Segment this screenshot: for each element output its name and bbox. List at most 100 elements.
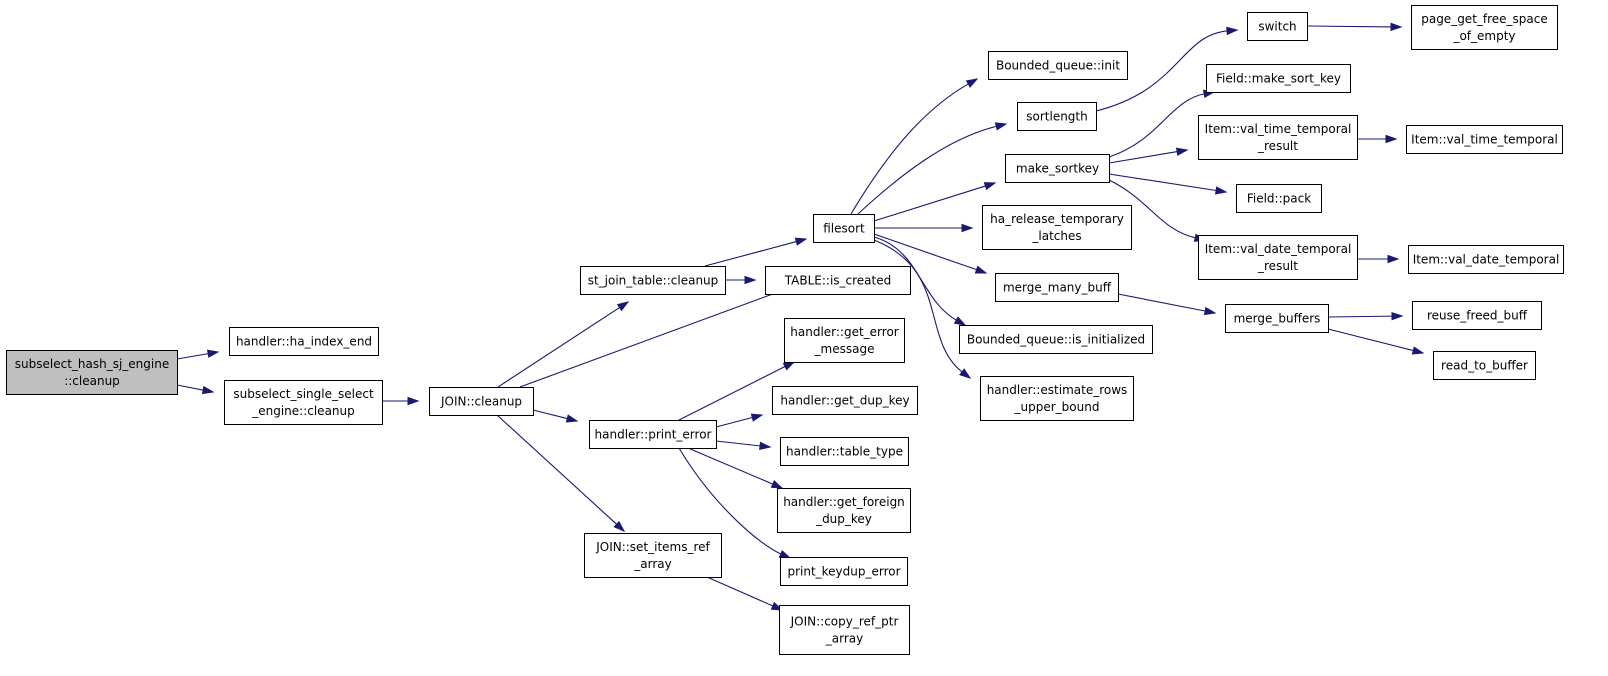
node-switch[interactable]: switch bbox=[1247, 12, 1308, 41]
arrowhead-icon bbox=[616, 301, 630, 312]
node-print-error[interactable]: handler::print_error bbox=[589, 420, 717, 449]
edge-st_join_cleanup-to-filesort bbox=[704, 237, 808, 267]
node-box bbox=[813, 214, 875, 243]
edge-filesort-to-bq_init bbox=[850, 78, 979, 215]
edge-line bbox=[678, 365, 787, 421]
node-val-time-result[interactable]: Item::val_time_temporal_result bbox=[1198, 115, 1358, 160]
arrowhead-icon bbox=[994, 122, 1008, 131]
node-label: Item::val_date_temporal bbox=[1205, 242, 1352, 256]
node-label: read_to_buffer bbox=[1441, 359, 1528, 373]
edge-line bbox=[1327, 315, 1394, 318]
node-label: ::cleanup bbox=[64, 374, 120, 388]
node-label: _result bbox=[1257, 139, 1298, 153]
node-label: JOIN::set_items_ref bbox=[595, 540, 710, 554]
node-make-sortkey[interactable]: make_sortkey bbox=[1005, 154, 1110, 183]
node-get-error-message[interactable]: handler::get_error_message bbox=[784, 318, 905, 363]
node-label: _result bbox=[1257, 259, 1298, 273]
node-box bbox=[1198, 235, 1358, 280]
node-box bbox=[224, 380, 383, 425]
node-table-type[interactable]: handler::table_type bbox=[780, 437, 909, 466]
node-label: TABLE::is_created bbox=[784, 274, 892, 288]
node-ha-release[interactable]: ha_release_temporary_latches bbox=[982, 205, 1132, 250]
node-make-sort-key[interactable]: Field::make_sort_key bbox=[1206, 64, 1351, 93]
node-box bbox=[1236, 184, 1322, 213]
arrowhead-icon bbox=[1387, 254, 1400, 264]
arrowhead-icon bbox=[965, 78, 979, 88]
arrowhead-icon bbox=[782, 361, 796, 371]
node-box bbox=[589, 420, 717, 449]
node-box bbox=[584, 533, 722, 578]
node-box bbox=[780, 557, 908, 586]
arrowhead-icon bbox=[1385, 134, 1398, 144]
edge-val_date_result-to-val_date bbox=[1357, 254, 1400, 264]
node-label: print_keydup_error bbox=[787, 565, 900, 579]
node-bq-is-init[interactable]: Bounded_queue::is_initialized bbox=[959, 325, 1153, 354]
node-box bbox=[765, 266, 911, 295]
node-estimate-rows[interactable]: handler::estimate_rows_upper_bound bbox=[980, 376, 1134, 421]
node-box bbox=[784, 318, 905, 363]
node-box bbox=[1017, 102, 1097, 131]
node-join-cleanup[interactable]: JOIN::cleanup bbox=[429, 387, 534, 416]
arrowhead-icon bbox=[974, 265, 988, 274]
edge-line bbox=[1095, 30, 1229, 112]
edge-line bbox=[497, 306, 621, 388]
node-label: _upper_bound bbox=[1014, 400, 1100, 414]
node-val-time[interactable]: Item::val_time_temporal bbox=[1406, 125, 1563, 154]
edge-merge_buffers-to-reuse_freed bbox=[1327, 311, 1404, 321]
edge-val_time_result-to-val_time bbox=[1357, 134, 1398, 144]
node-st-join-cleanup[interactable]: st_join_table::cleanup bbox=[580, 266, 726, 295]
edge-line bbox=[1327, 328, 1415, 352]
edge-print_error-to-get_foreign_dup_key bbox=[687, 447, 784, 489]
node-label: merge_buffers bbox=[1234, 312, 1321, 326]
node-read-to-buffer[interactable]: read_to_buffer bbox=[1433, 351, 1536, 380]
node-box bbox=[429, 387, 534, 416]
node-field-pack[interactable]: Field::pack bbox=[1236, 184, 1322, 213]
node-merge-buffers[interactable]: merge_buffers bbox=[1225, 304, 1329, 333]
node-print-keydup-error[interactable]: print_keydup_error bbox=[780, 557, 908, 586]
node-merge-many-buff[interactable]: merge_many_buff bbox=[995, 273, 1119, 302]
edge-join_cleanup-to-is_created bbox=[519, 280, 810, 388]
node-val-date[interactable]: Item::val_date_temporal bbox=[1408, 245, 1564, 274]
arrowhead-icon bbox=[778, 549, 792, 559]
node-label: JOIN::copy_ref_ptr bbox=[790, 615, 899, 629]
edge-join_cleanup-to-set_items_ref bbox=[496, 414, 626, 533]
node-box bbox=[980, 376, 1134, 421]
edge-print_error-to-print_keydup_error bbox=[678, 447, 792, 559]
node-set-items-ref[interactable]: JOIN::set_items_ref_array bbox=[584, 533, 722, 578]
arrowhead-icon bbox=[1214, 186, 1228, 195]
node-label: Item::val_date_temporal bbox=[1413, 253, 1560, 267]
node-box bbox=[772, 386, 918, 415]
arrowhead-icon bbox=[959, 368, 972, 379]
arrowhead-icon bbox=[206, 349, 220, 358]
edge-line bbox=[715, 440, 762, 447]
edge-root-to-ha_index_end bbox=[176, 349, 220, 360]
edge-line bbox=[1306, 25, 1393, 28]
nodes-layer: subselect_hash_sj_engine::cleanuphandler… bbox=[6, 5, 1564, 655]
node-val-date-result[interactable]: Item::val_date_temporal_result bbox=[1198, 235, 1358, 280]
node-single-cleanup[interactable]: subselect_single_select_engine::cleanup bbox=[224, 380, 383, 425]
node-bq-init[interactable]: Bounded_queue::init bbox=[988, 51, 1128, 80]
node-page-get-free[interactable]: page_get_free_space_of_empty bbox=[1411, 5, 1558, 50]
arrowhead-icon bbox=[565, 414, 579, 423]
node-box bbox=[1206, 64, 1351, 93]
node-label: _engine::cleanup bbox=[251, 404, 355, 418]
node-ha-index-end[interactable]: handler::ha_index_end bbox=[229, 327, 379, 356]
edge-line bbox=[873, 239, 964, 373]
node-box bbox=[777, 488, 911, 533]
node-reuse-freed[interactable]: reuse_freed_buff bbox=[1412, 301, 1542, 330]
node-get-foreign-dup-key[interactable]: handler::get_foreign_dup_key bbox=[777, 488, 911, 533]
node-sortlength[interactable]: sortlength bbox=[1017, 102, 1097, 131]
node-root[interactable]: subselect_hash_sj_engine::cleanup bbox=[6, 350, 178, 395]
node-box bbox=[6, 350, 178, 395]
node-label: _latches bbox=[1031, 229, 1081, 243]
edge-line bbox=[1108, 173, 1218, 192]
node-label: Field::pack bbox=[1247, 192, 1311, 206]
node-filesort[interactable]: filesort bbox=[813, 214, 875, 243]
edge-merge_buffers-to-read_to_buffer bbox=[1327, 328, 1425, 355]
node-is-created[interactable]: TABLE::is_created bbox=[765, 266, 911, 295]
node-get-dup-key[interactable]: handler::get_dup_key bbox=[772, 386, 918, 415]
node-box bbox=[995, 273, 1119, 302]
node-copy-ref-ptr[interactable]: JOIN::copy_ref_ptr_array bbox=[779, 605, 910, 655]
edge-switch-to-page_get_free bbox=[1306, 22, 1403, 32]
node-box bbox=[1433, 351, 1536, 380]
